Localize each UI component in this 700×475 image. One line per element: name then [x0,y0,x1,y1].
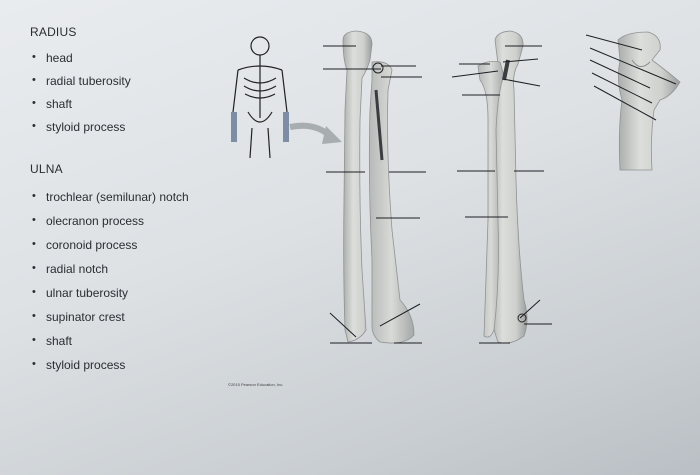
ulna-item-supinator-crest: supinator crest [30,305,189,329]
radius-heading: RADIUS [30,25,77,39]
radius-item-radial-tuberosity: radial tuberosity [30,69,131,92]
skeleton-thumbnail [231,36,289,159]
ulna-item-trochlear-notch: trochlear (semilunar) notch [30,185,189,209]
ulna-item-olecranon-process: olecranon process [30,209,189,233]
bone-pair-anterior [342,30,415,344]
label-leader-lines [323,34,677,344]
radius-item-styloid-process: styloid process [30,115,131,138]
ulna-item-ulnar-tuberosity: ulnar tuberosity [30,281,189,305]
ulna-heading: ULNA [30,162,63,176]
pointer-arrow [289,122,333,139]
ulna-item-styloid-process: styloid process [30,353,189,377]
ulna-item-coronoid-process: coronoid process [30,233,189,257]
ulna-list: ULNA trochlear (semilunar) notch olecran… [30,163,189,377]
radius-item-shaft: shaft [30,92,131,115]
ulna-item-radial-notch: radial notch [30,257,189,281]
radius-item-head: head [30,46,131,69]
copyright-credit: ©2015 Pearson Education, Inc. [228,382,284,387]
pointer-arrowhead [322,126,342,144]
ulna-item-shaft: shaft [30,329,189,353]
radius-list: RADIUS head radial tuberosity shaft styl… [30,26,131,138]
bone-pair-posterior [477,30,528,344]
